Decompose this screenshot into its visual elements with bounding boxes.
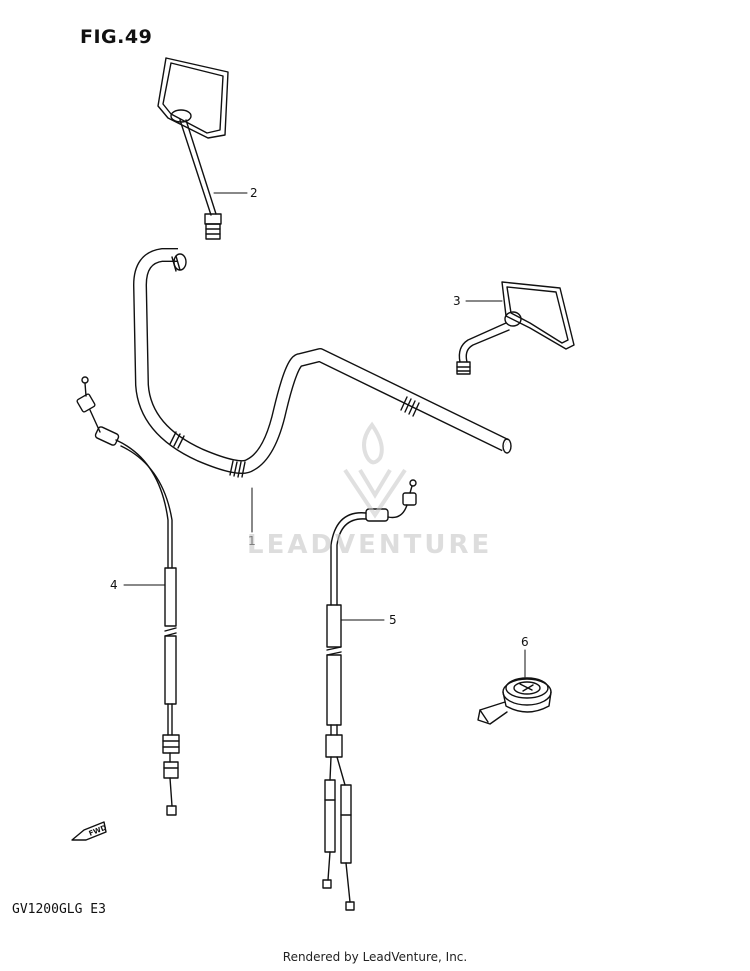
callout-5: 5 (389, 613, 397, 627)
mirror-right-stem (458, 322, 507, 363)
mirror-right-head (501, 281, 575, 350)
switch-part-6[interactable] (477, 677, 552, 725)
callout-1: 1 (248, 534, 256, 548)
mirror-left-head (157, 57, 229, 139)
cable-part-4[interactable] (76, 376, 180, 816)
model-code: GV1200GLG E3 (12, 902, 106, 917)
figure-title: FIG.49 (80, 26, 153, 48)
callout-4: 4 (110, 578, 118, 592)
watermark-logo-icon (343, 421, 407, 519)
handlebar[interactable] (133, 248, 512, 478)
footer-credit: Rendered by LeadVenture, Inc. (282, 950, 468, 964)
mirror-left-stem (179, 119, 212, 216)
callout-leaders (123, 192, 526, 678)
fwd-arrow-icon (71, 821, 107, 841)
cable-part-5[interactable] (322, 479, 417, 911)
mirror-right[interactable] (456, 281, 575, 375)
callout-labels: 2 3 1 4 5 6 (110, 186, 529, 649)
callout-3: 3 (453, 294, 461, 308)
callout-2: 2 (250, 186, 258, 200)
watermark-text: LEADVENTURE (247, 530, 493, 560)
mirror-left[interactable] (157, 57, 229, 240)
callout-6: 6 (521, 635, 529, 649)
